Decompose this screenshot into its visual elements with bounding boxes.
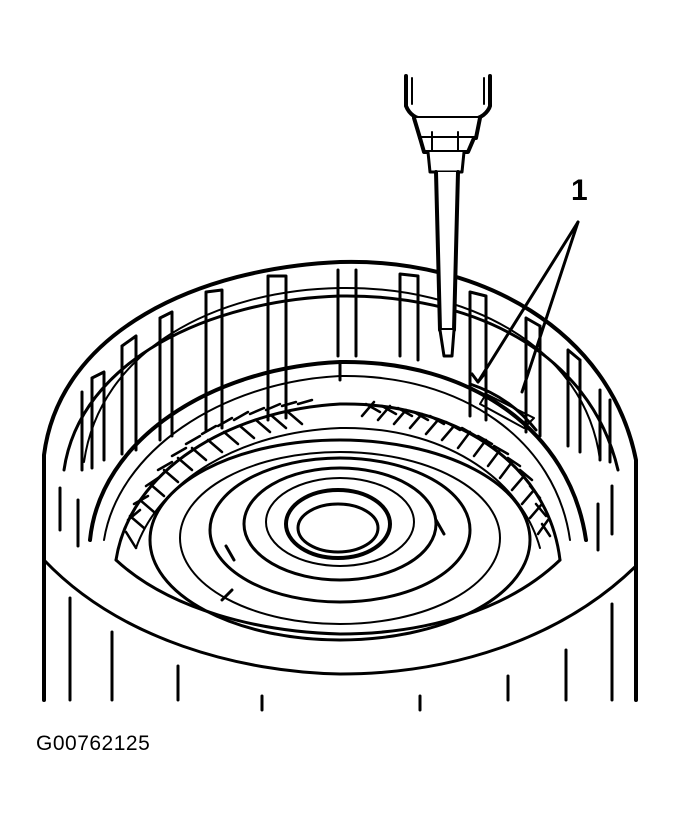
center-hub — [150, 440, 530, 640]
drum-housing — [44, 262, 636, 710]
figure-code-label: G00762125 — [36, 732, 151, 755]
callout-leaders — [472, 222, 578, 392]
callout-number-label: 1 — [571, 174, 588, 207]
snap-ring — [90, 362, 586, 540]
screwdriver-icon — [406, 76, 490, 356]
clutch-plate — [116, 400, 560, 634]
drum-splines — [60, 270, 612, 550]
